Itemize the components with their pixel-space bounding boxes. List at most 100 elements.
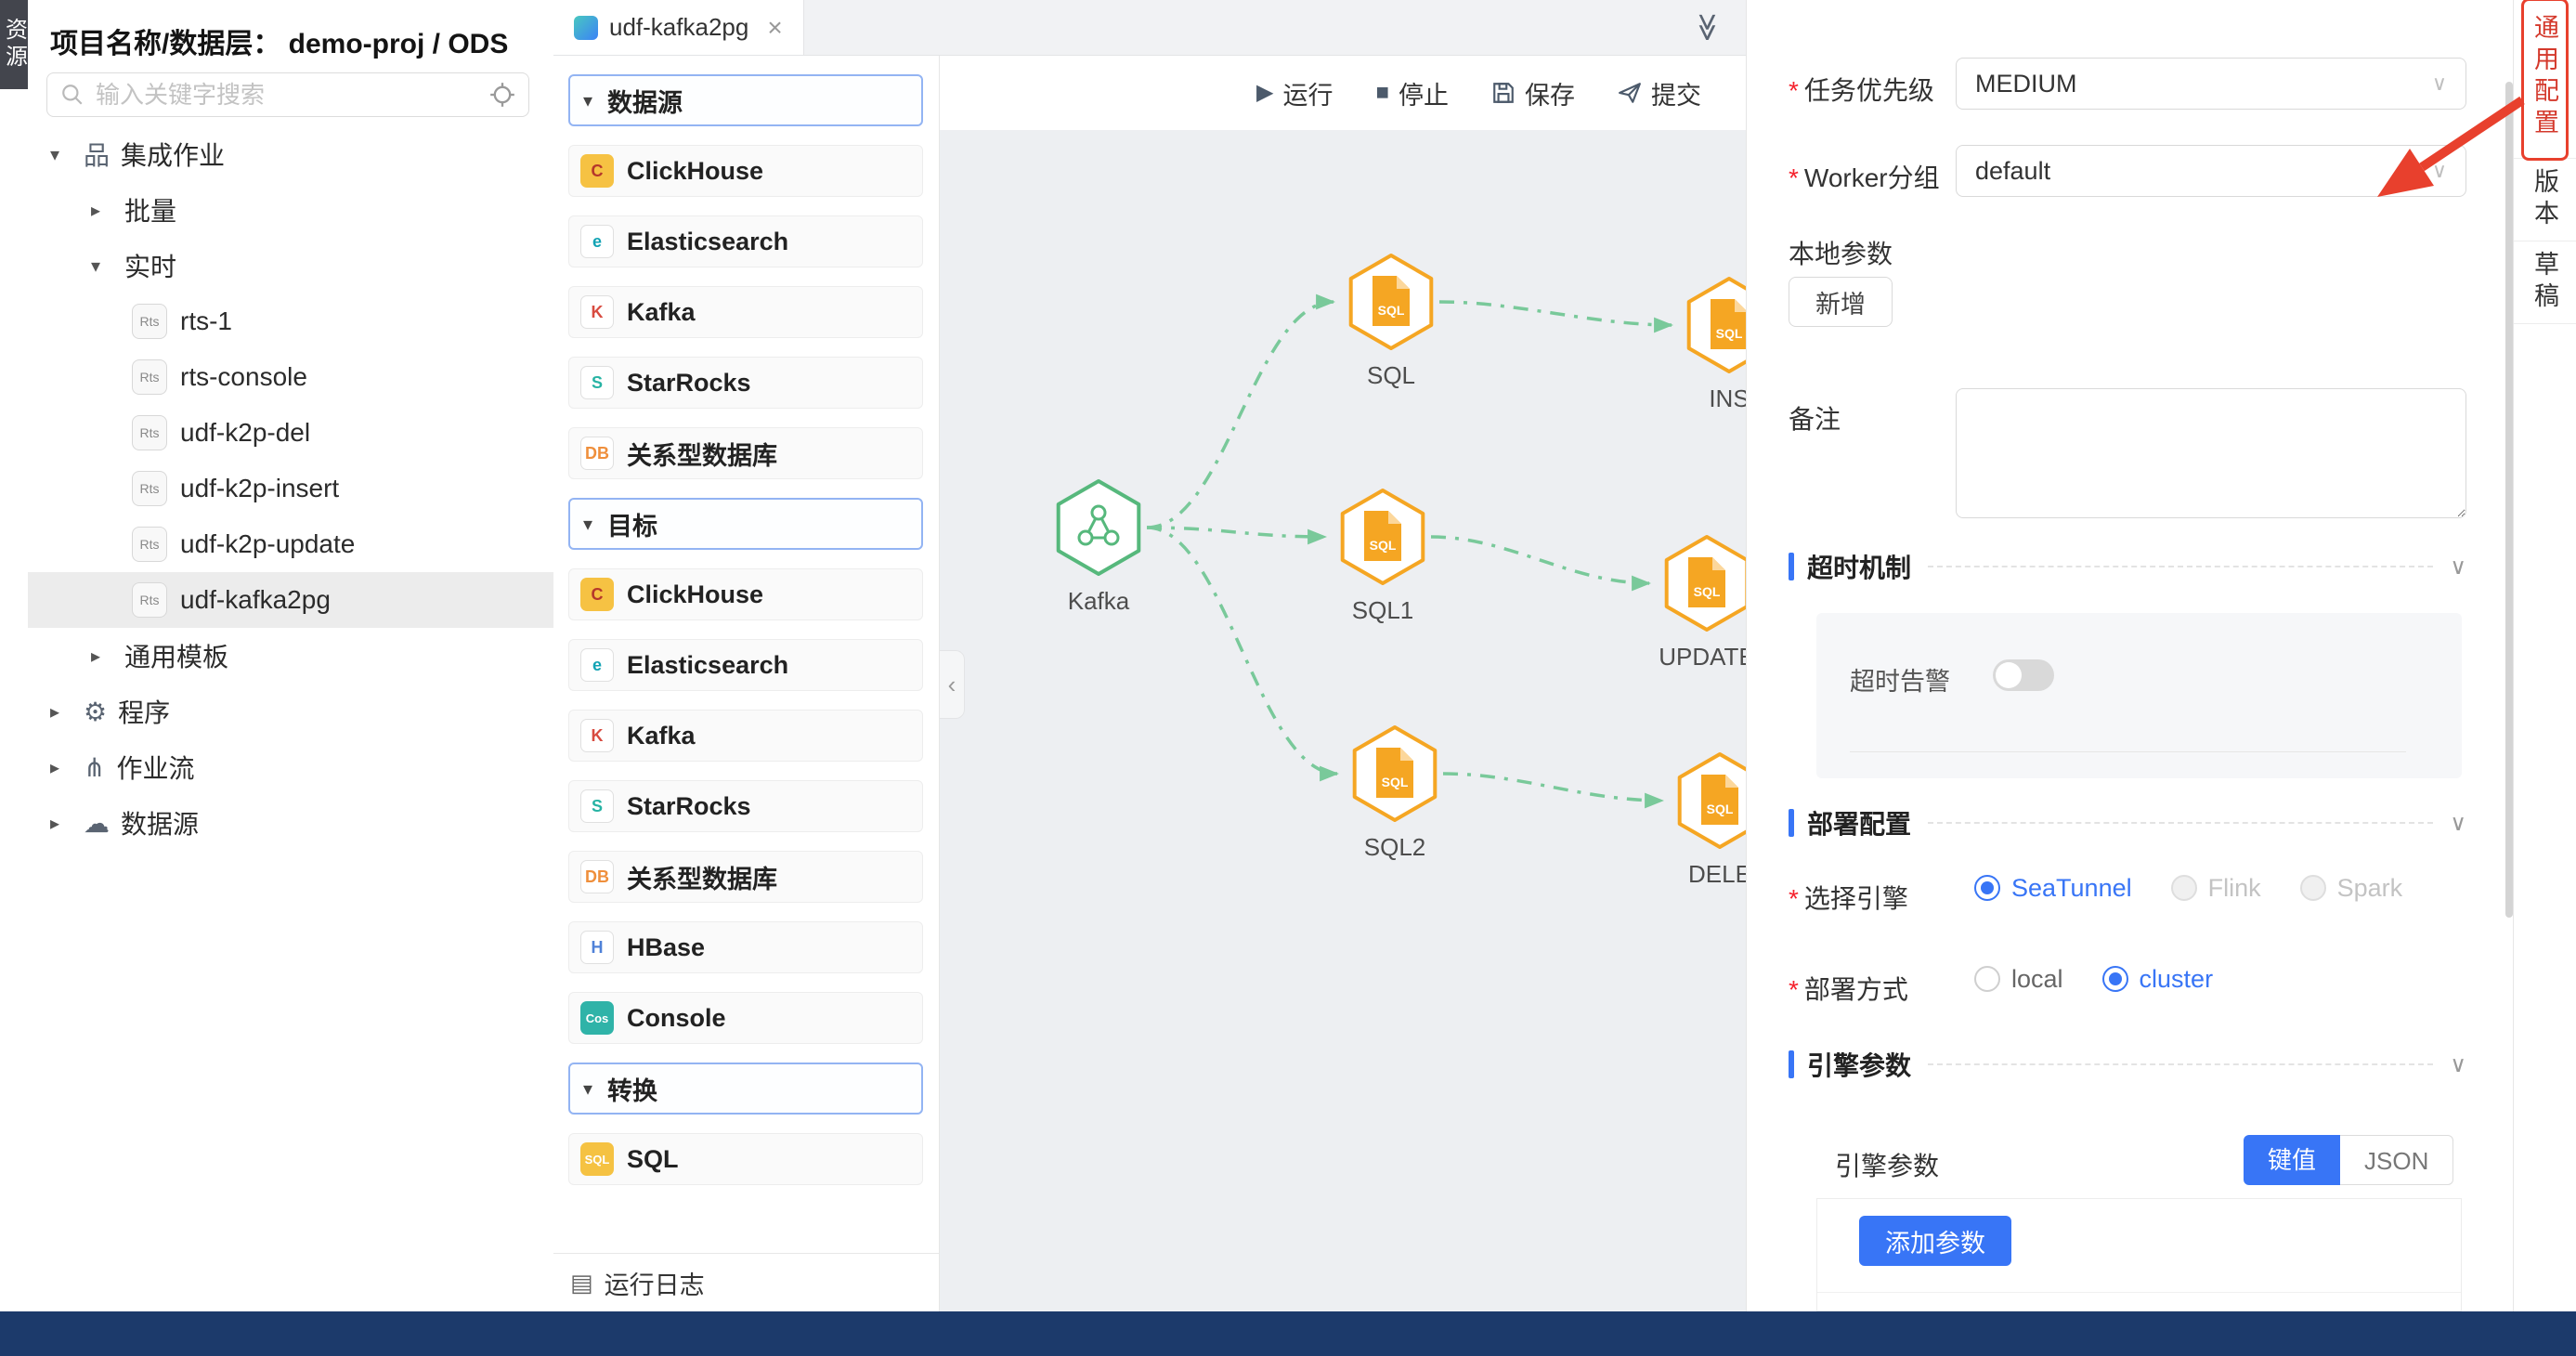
side-tab-草稿[interactable]: 草稿: [2514, 241, 2576, 324]
add-param-button[interactable]: 添加参数: [1859, 1216, 2011, 1266]
dag-node-Kafka[interactable]: Kafka: [1056, 479, 1141, 615]
palette-item-label: ClickHouse: [627, 156, 764, 185]
tree-item-实时[interactable]: ▾实时: [28, 238, 553, 293]
chevron-down-icon[interactable]: ∨: [2450, 810, 2466, 836]
search-input[interactable]: [94, 79, 480, 111]
caret-right-icon[interactable]: ▸: [50, 757, 60, 778]
tree-item-批量[interactable]: ▸批量: [28, 182, 553, 238]
submit-button[interactable]: 提交: [1618, 75, 1701, 111]
canvas-toolbar: ▶ 运行 ■ 停止 保存 提交: [940, 56, 1746, 130]
kv-toggle-option[interactable]: 键值: [2244, 1135, 2341, 1185]
tree-item-通用模板[interactable]: ▸通用模板: [28, 628, 553, 684]
palette-item-label: HBase: [627, 932, 706, 961]
radio-checked-icon: [2101, 966, 2128, 992]
caret-right-icon[interactable]: ▸: [91, 200, 101, 221]
deploy-radio-group: local cluster: [1974, 958, 2213, 999]
palette-section-目标[interactable]: ▾目标: [568, 498, 923, 550]
tree-item-数据源[interactable]: ▸☁数据源: [28, 795, 553, 851]
rts-badge-icon: Rts: [132, 415, 167, 450]
caret-down-icon[interactable]: ▾: [91, 255, 101, 277]
tree-item-label: 集成作业: [121, 141, 226, 170]
rts-badge-icon: Rts: [132, 471, 167, 506]
radio-local[interactable]: local: [1974, 965, 2063, 994]
deploy-section-header[interactable]: 部署配置 ∨: [1789, 806, 2466, 840]
stop-button[interactable]: ■ 停止: [1376, 75, 1450, 111]
timeout-section-header[interactable]: 超时机制 ∨: [1789, 550, 2466, 583]
required-asterisk: *: [1789, 975, 1799, 1004]
close-tab-icon[interactable]: ×: [767, 12, 783, 42]
resource-panel-tab[interactable]: 资源: [0, 0, 28, 89]
run-log-bar[interactable]: ▤ 运行日志: [553, 1253, 939, 1311]
json-toggle-option[interactable]: JSON: [2340, 1135, 2454, 1185]
remark-textarea[interactable]: [1956, 388, 2466, 518]
caret-down-icon[interactable]: ▾: [50, 144, 60, 165]
dag-node-label: SQL1: [1352, 596, 1414, 624]
tree-item-label: 作业流: [116, 754, 195, 783]
add-local-param-button[interactable]: 新增: [1789, 277, 1893, 327]
radio-SeaTunnel[interactable]: SeaTunnel: [1974, 874, 2132, 903]
save-icon: [1493, 83, 1514, 103]
caret-right-icon[interactable]: ▸: [50, 701, 60, 723]
tree-item-label: udf-k2p-update: [180, 529, 356, 558]
priority-select[interactable]: MEDIUM ∨: [1956, 58, 2466, 110]
caret-right-icon[interactable]: ▸: [91, 645, 101, 667]
side-tab-通用配置[interactable]: 通用配置: [2514, 0, 2576, 161]
collapse-tabbar-icon[interactable]: ≫: [1691, 12, 1723, 43]
tree-item-label: 数据源: [121, 810, 200, 839]
tree-item-作业流[interactable]: ▸⋔作业流: [28, 739, 553, 795]
palette-item-label: SQL: [627, 1144, 679, 1173]
timeout-alarm-toggle[interactable]: [1993, 659, 2054, 691]
engine-params-section-header[interactable]: 引擎参数 ∨: [1789, 1048, 2466, 1081]
play-icon: ▶: [1256, 80, 1274, 105]
radio-cluster[interactable]: cluster: [2101, 965, 2213, 994]
palette-item-label: Elasticsearch: [627, 650, 789, 679]
required-asterisk: *: [1789, 884, 1799, 913]
save-button[interactable]: 保存: [1491, 75, 1575, 111]
caret-right-icon[interactable]: ▸: [50, 813, 60, 834]
side-tab-版本[interactable]: 版本: [2514, 159, 2576, 241]
collapse-palette-handle[interactable]: ‹: [940, 650, 965, 719]
priority-label: *任务优先级: [1789, 76, 1934, 105]
worker-group-select[interactable]: default ∨: [1956, 145, 2466, 197]
palette-section-数据源[interactable]: ▾数据源: [568, 74, 923, 126]
scrollbar[interactable]: [2505, 82, 2513, 918]
locate-icon[interactable]: [489, 82, 515, 108]
tab-udf-kafka2pg[interactable]: udf-kafka2pg ×: [553, 0, 804, 55]
run-button[interactable]: ▶ 运行: [1256, 75, 1333, 111]
tree-item-程序[interactable]: ▸⚙程序: [28, 684, 553, 739]
submit-icon: [1619, 83, 1641, 103]
chevron-down-icon[interactable]: ∨: [2450, 1051, 2466, 1077]
palette-section-转换[interactable]: ▾转换: [568, 1063, 923, 1115]
rdbms-icon: DB: [580, 860, 614, 893]
chevron-down-icon[interactable]: ∨: [2450, 554, 2466, 580]
search-box[interactable]: [46, 72, 529, 117]
starrocks-icon: S: [580, 366, 614, 399]
tree-item-集成作业[interactable]: ▾品集成作业: [28, 126, 553, 182]
